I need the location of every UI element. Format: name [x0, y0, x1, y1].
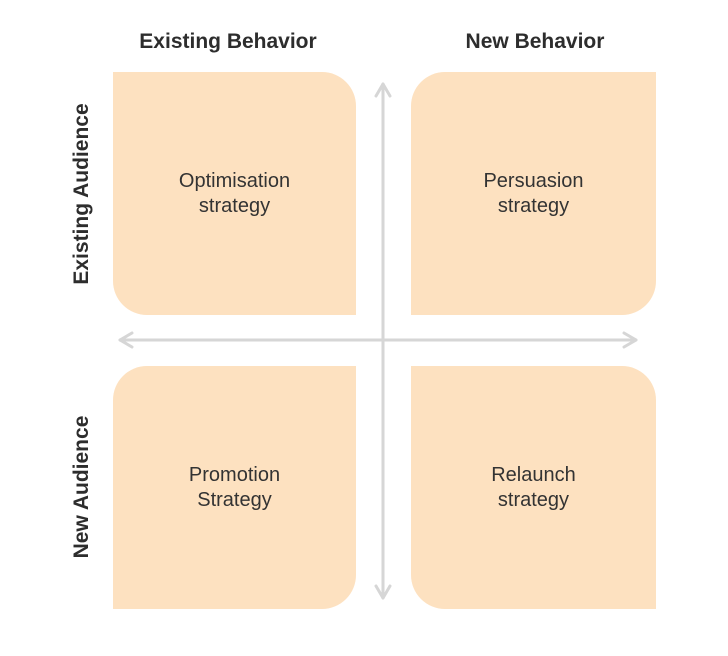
- horizontal-axis-arrow-right: [622, 331, 638, 349]
- quadrant-optimisation-label: Optimisation strategy: [178, 169, 291, 217]
- column-header-new-behavior: New Behavior: [465, 30, 605, 53]
- vertical-axis-arrow-down: [374, 584, 392, 600]
- quadrant-promotion: Promotion Strategy: [113, 366, 356, 609]
- quadrant-promotion-label: Promotion Strategy: [188, 463, 281, 511]
- vertical-axis-arrow-up: [374, 82, 392, 98]
- quadrant-persuasion: Persuasion strategy: [411, 72, 656, 315]
- quadrant-persuasion-label: Persuasion strategy: [483, 169, 584, 217]
- horizontal-axis-arrow-left: [118, 331, 134, 349]
- column-header-existing-behavior: Existing Behavior: [139, 30, 317, 53]
- quadrant-relaunch: Relaunch strategy: [411, 366, 656, 609]
- quadrant-relaunch-label: Relaunch strategy: [491, 463, 576, 511]
- quadrant-optimisation: Optimisation strategy: [113, 72, 356, 315]
